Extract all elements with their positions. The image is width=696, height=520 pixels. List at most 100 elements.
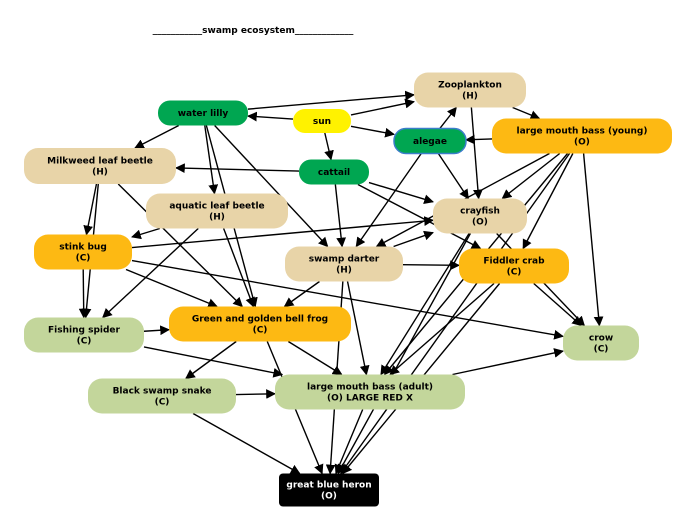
edge-snake-to-heron (192, 412, 301, 475)
edge-swamp_darter-to-crayfish (393, 230, 434, 248)
node-box-lmb-young (492, 118, 672, 154)
node-label-spider-0: Fishing spider (48, 326, 120, 336)
node-box-crow (563, 325, 639, 361)
edge-stink_bug-to-spider (78, 269, 89, 319)
node-label-swamp-darter-1: (H) (336, 266, 352, 276)
node-box-frog (169, 306, 351, 342)
node-label-crow-0: crow (589, 334, 613, 344)
edge-aquatic-to-frog (223, 228, 255, 308)
node-snake: Black swamp snake(C) (88, 378, 236, 414)
node-label-milkweed-0: Milkweed leaf beetle (47, 157, 153, 167)
edge-frog-to-snake (185, 340, 237, 380)
node-label-lmb-young-0: large mouth bass (young) (517, 127, 648, 137)
node-label-crayfish-1: (O) (472, 218, 488, 228)
node-label-stink-bug-1: (C) (76, 254, 91, 264)
node-label-lmb-adult-1: (O) LARGE RED X (327, 394, 413, 404)
edge-lmb_young-to-crayfish (501, 152, 561, 200)
node-lmb-young: large mouth bass (young)(O) (492, 118, 672, 154)
edge-cattail-to-swamp_darter (334, 184, 347, 248)
node-label-milkweed-1: (H) (92, 168, 108, 178)
node-label-fiddler-0: Fiddler crab (483, 257, 545, 267)
node-heron: great blue heron(O) (279, 473, 379, 507)
edge-alegae-to-swamp_darter (355, 153, 422, 248)
node-label-aquatic-0: aquatic leaf beetle (169, 202, 264, 212)
edge-swamp_darter-to-frog (283, 280, 320, 308)
node-label-alegae-0: alegae (413, 137, 447, 147)
node-label-stink-bug-0: stink bug (59, 243, 107, 253)
node-box-crayfish (433, 198, 527, 234)
edge-crayfish-to-heron (337, 233, 471, 475)
node-box-cattail (299, 159, 369, 185)
node-spider: Fishing spider(C) (24, 317, 144, 353)
node-milkweed: Milkweed leaf beetle(H) (24, 148, 176, 184)
node-label-crayfish-0: crayfish (460, 207, 500, 217)
diagram-title: ___________swamp ecosystem_____________ (152, 26, 354, 36)
node-box-spider (24, 317, 144, 353)
node-box-stink-bug (34, 234, 132, 270)
edge-crayfish-to-lmb_adult (380, 233, 470, 376)
node-box-sun (293, 109, 351, 133)
edge-fiddler-to-lmb_adult (389, 282, 495, 376)
node-alegae: alegae (393, 127, 467, 155)
node-label-fiddler-1: (C) (507, 268, 522, 278)
node-label-crow-1: (C) (594, 345, 609, 355)
edge-swamp_darter-to-lmb_adult (346, 281, 370, 376)
edge-stink_bug-to-crayfish (131, 216, 434, 249)
edge-water_lilly-to-aquatic (204, 125, 219, 195)
node-label-swamp-darter-0: swamp darter (309, 255, 380, 265)
node-box-aquatic (146, 193, 288, 229)
node-label-lmb-adult-0: large mouth bass (adult) (307, 383, 433, 393)
node-box-water-lilly (158, 100, 248, 126)
node-zooplankton: Zooplankton(H) (414, 72, 526, 108)
node-label-heron-1: (O) (321, 492, 337, 502)
edge-lmb_adult-to-crow (452, 348, 564, 376)
edge-alegae-to-zooplankton (439, 106, 457, 129)
node-crayfish: crayfish(O) (433, 198, 527, 234)
edge-alegae-to-crayfish (437, 153, 469, 200)
node-label-zooplankton-0: Zooplankton (438, 81, 502, 91)
node-cattail: cattail (299, 159, 369, 185)
edge-spider-to-frog (143, 325, 170, 336)
node-aquatic: aquatic leaf beetle(H) (146, 193, 288, 229)
node-box-zooplankton (414, 72, 526, 108)
node-label-frog-0: Green and golden bell frog (192, 315, 328, 325)
edge-sun-to-water_lilly (247, 111, 294, 122)
node-swamp-darter: swamp darter(H) (285, 246, 403, 282)
edge-lmb_young-to-crow (582, 153, 604, 327)
node-label-water-lilly-0: water lilly (178, 109, 229, 119)
edge-spider-to-lmb_adult (143, 346, 284, 378)
edge-lmb_adult-to-heron (334, 409, 364, 475)
node-label-spider-1: (C) (77, 337, 92, 347)
node-box-lmb-adult (275, 374, 465, 410)
edge-stink_bug-to-frog (125, 268, 218, 308)
edge-swamp_darter-to-fiddler (402, 260, 460, 271)
edge-zooplankton-to-lmb_young (512, 106, 541, 120)
node-label-cattail-0: cattail (318, 168, 350, 178)
node-label-snake-0: Black swamp snake (113, 387, 212, 397)
node-box-alegae (393, 127, 467, 155)
node-label-frog-1: (C) (253, 326, 268, 336)
node-label-lmb-young-1: (O) (574, 138, 590, 148)
edge-sun-to-alegae (350, 125, 395, 138)
edge-aquatic-to-stink_bug (131, 227, 161, 240)
node-water-lilly: water lilly (158, 100, 248, 126)
node-fiddler: Fiddler crab(C) (459, 248, 569, 284)
edge-stink_bug-to-crow (131, 259, 564, 340)
edge-cattail-to-fiddler (357, 183, 482, 250)
edge-cattail-to-crayfish (368, 181, 434, 204)
node-label-sun-0: sun (313, 117, 331, 127)
edge-sun-to-cattail (324, 132, 334, 161)
node-box-swamp-darter (285, 246, 403, 282)
node-frog: Green and golden bell frog(C) (169, 306, 351, 342)
node-box-snake (88, 378, 236, 414)
node-lmb-adult: large mouth bass (adult)(O) LARGE RED X (275, 374, 465, 410)
node-label-zooplankton-1: (H) (462, 92, 478, 102)
edge-water_lilly-to-milkweed (134, 124, 180, 149)
edge-lmb_young-to-fiddler (522, 153, 574, 250)
node-box-milkweed (24, 148, 176, 184)
edge-lmb_young-to-alegae (465, 134, 493, 145)
node-box-fiddler (459, 248, 569, 284)
edge-water_lilly-to-zooplankton (247, 90, 415, 110)
